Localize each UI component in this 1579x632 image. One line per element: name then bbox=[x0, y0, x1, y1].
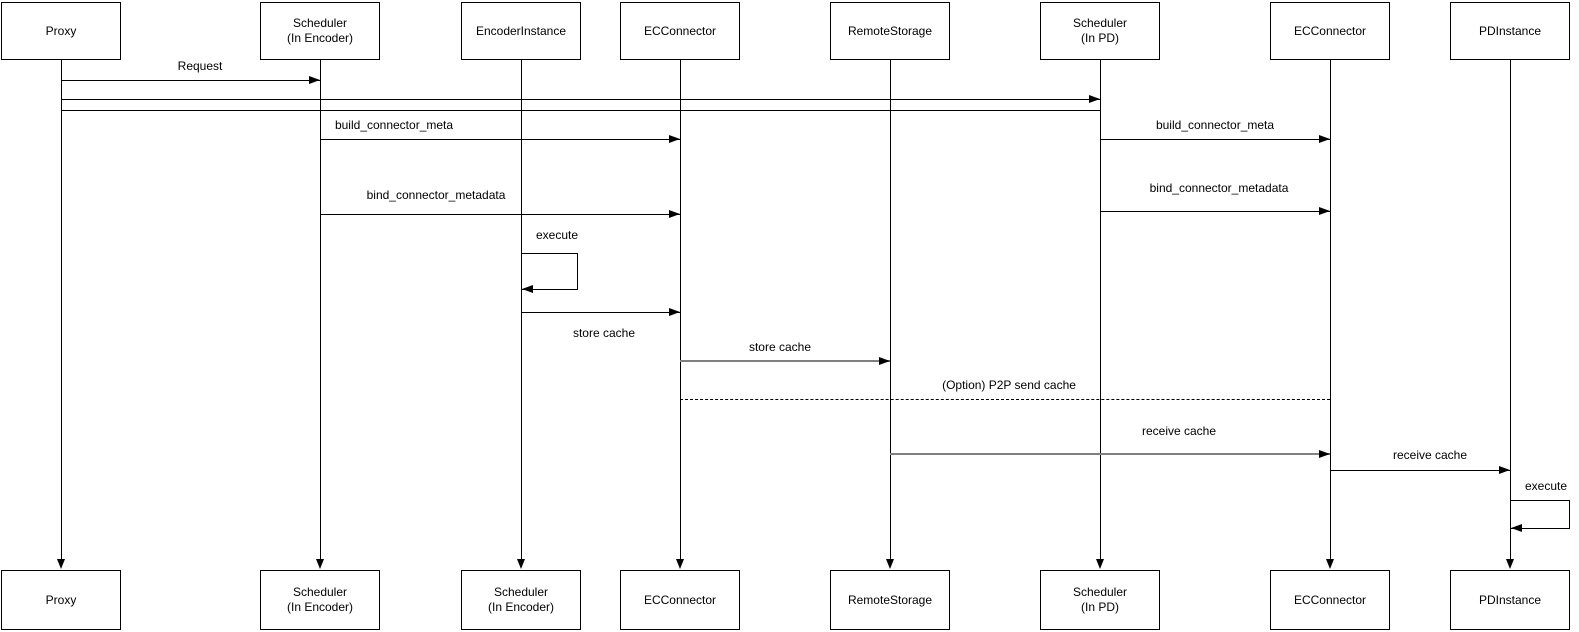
self-call-label-execute-pd: execute bbox=[1524, 479, 1568, 493]
participant-bottom-box-remote-storage: RemoteStorage bbox=[830, 570, 950, 630]
lifeline-arrowhead-encoder-instance bbox=[517, 559, 525, 569]
participant-bottom-box-ec-connector-pd: ECConnector bbox=[1270, 570, 1390, 630]
message-arrowhead-build-connector-meta-encoder bbox=[669, 135, 680, 143]
message-line-store-cache-encoder bbox=[521, 312, 680, 313]
self-call-loop-execute-pd bbox=[1510, 500, 1570, 529]
message-line-request bbox=[61, 80, 320, 81]
message-line-proxy-to-scheduler-pd-2 bbox=[61, 110, 1100, 111]
participant-top-box-encoder-instance: EncoderInstance bbox=[461, 2, 581, 60]
participant-bottom-box-ec-connector-encoder: ECConnector bbox=[620, 570, 740, 630]
self-call-arrowhead-execute-pd bbox=[1511, 524, 1522, 532]
message-line-store-cache-remote bbox=[680, 360, 890, 362]
lifeline-arrowhead-ec-connector-encoder bbox=[676, 559, 684, 569]
message-label-build-connector-meta-pd: build_connector_meta bbox=[1155, 118, 1275, 132]
lifeline-arrowhead-pd-instance bbox=[1506, 559, 1514, 569]
message-arrowhead-build-connector-meta-pd bbox=[1319, 135, 1330, 143]
lifeline-arrowhead-scheduler-in-encoder bbox=[316, 559, 324, 569]
lifeline-arrowhead-proxy bbox=[57, 559, 65, 569]
message-arrowhead-bind-connector-metadata-pd bbox=[1319, 207, 1330, 215]
lifeline-encoder-instance bbox=[521, 60, 522, 560]
lifeline-ec-connector-encoder bbox=[680, 60, 681, 560]
participant-bottom-box-proxy: Proxy bbox=[1, 570, 121, 630]
lifeline-ec-connector-pd bbox=[1330, 60, 1331, 560]
lifeline-arrowhead-remote-storage bbox=[886, 559, 894, 569]
message-arrowhead-receive-cache-remote bbox=[1319, 450, 1330, 458]
message-label-bind-connector-metadata-encoder: bind_connector_metadata bbox=[366, 188, 506, 202]
self-call-loop-execute-encoder bbox=[521, 253, 578, 290]
message-label-build-connector-meta-encoder: build_connector_meta bbox=[334, 118, 454, 132]
message-arrowhead-bind-connector-metadata-encoder bbox=[669, 210, 680, 218]
participant-top-box-pd-instance: PDInstance bbox=[1450, 2, 1570, 60]
lifeline-scheduler-in-encoder bbox=[320, 60, 321, 560]
message-label-request: Request bbox=[177, 59, 223, 73]
participant-top-box-ec-connector-encoder: ECConnector bbox=[620, 2, 740, 60]
participant-bottom-box-encoder-instance: Scheduler (In Encoder) bbox=[461, 570, 581, 630]
participant-top-box-scheduler-in-encoder: Scheduler (In Encoder) bbox=[260, 2, 380, 60]
participant-top-box-scheduler-in-pd: Scheduler (In PD) bbox=[1040, 2, 1160, 60]
self-call-arrowhead-execute-encoder bbox=[522, 285, 533, 293]
participant-top-box-remote-storage: RemoteStorage bbox=[830, 2, 950, 60]
message-line-p2p-send-cache bbox=[680, 399, 1330, 400]
message-label-store-cache-encoder: store cache bbox=[572, 326, 636, 340]
lifeline-arrowhead-scheduler-in-pd bbox=[1096, 559, 1104, 569]
self-call-label-execute-encoder: execute bbox=[535, 228, 579, 242]
message-label-bind-connector-metadata-pd: bind_connector_metadata bbox=[1149, 181, 1289, 195]
message-line-bind-connector-metadata-encoder bbox=[320, 214, 680, 215]
lifeline-remote-storage bbox=[890, 60, 891, 560]
message-line-proxy-to-scheduler-pd bbox=[61, 99, 1100, 100]
message-line-build-connector-meta-encoder bbox=[320, 139, 680, 140]
message-arrowhead-request bbox=[309, 76, 320, 84]
message-line-build-connector-meta-pd bbox=[1100, 139, 1330, 140]
message-label-store-cache-remote: store cache bbox=[748, 340, 812, 354]
participant-top-box-ec-connector-pd: ECConnector bbox=[1270, 2, 1390, 60]
message-label-receive-cache-remote: receive cache bbox=[1141, 424, 1217, 438]
message-label-p2p-send-cache: (Option) P2P send cache bbox=[942, 378, 1076, 392]
participant-bottom-box-scheduler-in-pd: Scheduler (In PD) bbox=[1040, 570, 1160, 630]
message-line-bind-connector-metadata-pd bbox=[1100, 211, 1330, 212]
lifeline-arrowhead-ec-connector-pd bbox=[1326, 559, 1334, 569]
participant-top-box-proxy: Proxy bbox=[1, 2, 121, 60]
lifeline-proxy bbox=[61, 60, 62, 560]
message-label-receive-cache-pd: receive cache bbox=[1392, 448, 1468, 462]
participant-bottom-box-scheduler-in-encoder: Scheduler (In Encoder) bbox=[260, 570, 380, 630]
message-arrowhead-proxy-to-scheduler-pd bbox=[1089, 95, 1100, 103]
message-arrowhead-receive-cache-pd bbox=[1499, 466, 1510, 474]
message-arrowhead-store-cache-encoder bbox=[669, 308, 680, 316]
lifeline-pd-instance bbox=[1510, 60, 1511, 560]
participant-bottom-box-pd-instance: PDInstance bbox=[1450, 570, 1570, 630]
message-arrowhead-store-cache-remote bbox=[879, 357, 890, 365]
message-line-receive-cache-remote bbox=[890, 453, 1330, 455]
lifeline-scheduler-in-pd bbox=[1100, 60, 1101, 560]
message-line-receive-cache-pd bbox=[1330, 470, 1510, 471]
